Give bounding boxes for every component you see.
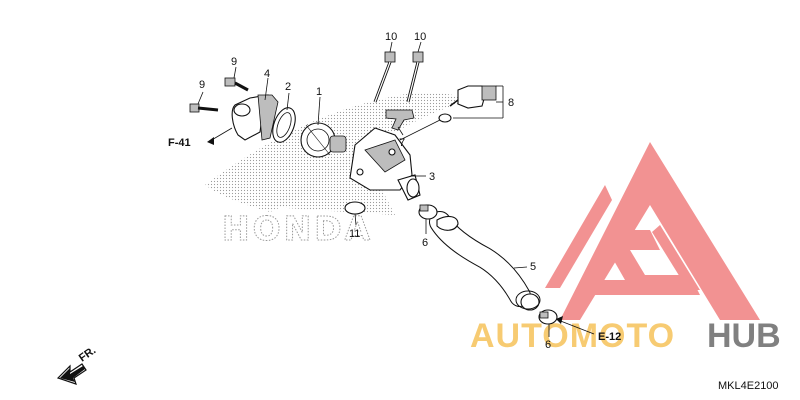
label-part-11: 11 xyxy=(349,228,360,240)
label-part-2: 2 xyxy=(285,81,291,93)
label-part-8: 8 xyxy=(508,97,514,109)
hose-clamp-lower xyxy=(538,309,558,325)
ref-label-f41: F-41 xyxy=(168,137,191,149)
label-part-9-upper: 9 xyxy=(231,56,237,68)
honda-wordmark: HONDA xyxy=(222,209,373,248)
bolt-9-upper xyxy=(224,77,249,92)
temperature-sensor xyxy=(438,85,497,123)
ref-label-e12: E-12 xyxy=(598,331,621,343)
label-part-7: 7 xyxy=(399,137,405,149)
forward-arrow-icon xyxy=(56,363,87,385)
label-part-1: 1 xyxy=(316,86,322,98)
bracket xyxy=(385,109,415,131)
arrow-f41 xyxy=(207,137,214,145)
thermostat xyxy=(300,122,347,158)
watermark-logo xyxy=(545,142,760,320)
label-part-4: 4 xyxy=(264,68,270,80)
bolt-10-left xyxy=(373,51,396,103)
label-part-10-right: 10 xyxy=(414,31,426,43)
water-hose xyxy=(429,211,541,311)
label-part-5: 5 xyxy=(530,261,536,273)
label-part-6-upper: 6 xyxy=(422,237,428,249)
hose-clamp-upper xyxy=(418,204,438,220)
watermark-text-hub: HUB xyxy=(707,317,781,355)
label-part-10-left: 10 xyxy=(385,31,397,43)
forward-label: FR. xyxy=(77,344,98,364)
diagram-code: MKL4E2100 xyxy=(718,380,779,392)
label-part-9-lower: 9 xyxy=(199,79,205,91)
watermark-text-automoto: AUTOMOTO xyxy=(470,317,675,355)
water-outlet-elbow xyxy=(231,94,279,141)
gasket-11 xyxy=(344,201,366,215)
label-part-6-lower: 6 xyxy=(545,339,551,351)
arrow-e12 xyxy=(556,316,563,324)
label-part-3: 3 xyxy=(429,171,435,183)
o-ring xyxy=(272,107,296,143)
thermostat-housing xyxy=(349,127,421,201)
bolt-9-lower xyxy=(189,103,219,113)
